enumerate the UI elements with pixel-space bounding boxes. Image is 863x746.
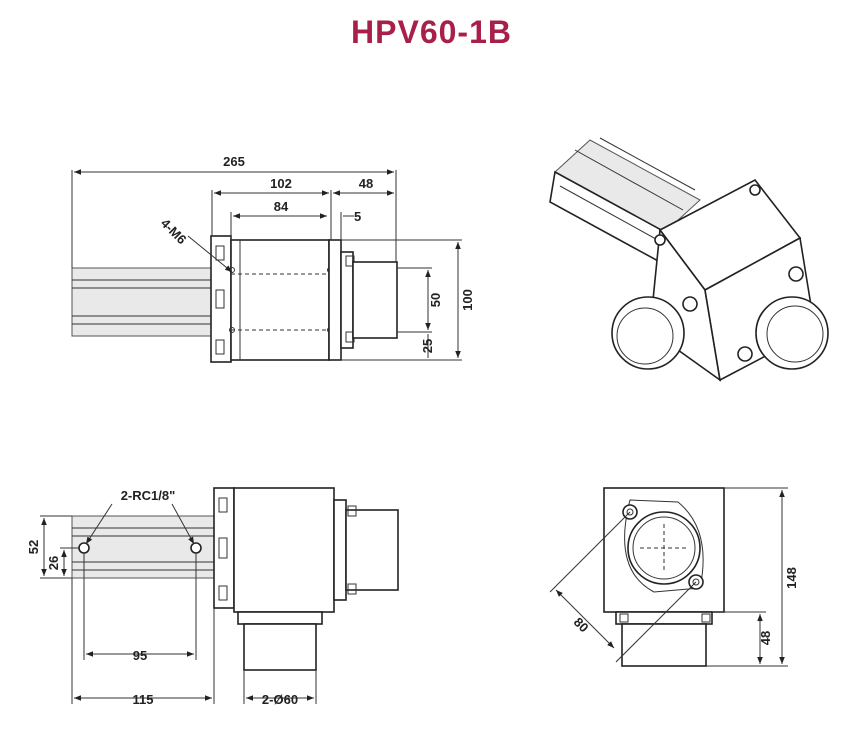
top-body [233, 487, 335, 613]
dim-52: 52 [26, 540, 41, 554]
rail-body [71, 267, 219, 337]
dim-115: 115 [133, 692, 154, 707]
front-view: 265 102 48 84 5 4-M6 100 50 25 [71, 154, 475, 363]
dim-100: 100 [460, 289, 475, 311]
dim-25: 25 [420, 339, 435, 353]
dim-rc18: 2-RC1/8" [121, 488, 176, 503]
top-view: 2-RC1/8" 52 26 95 115 2-Ø60 [26, 487, 399, 707]
dim-148: 148 [784, 567, 799, 589]
top-port-right [345, 509, 399, 591]
dim-48-side: 48 [758, 631, 773, 645]
page-title: HPV60-1B [351, 14, 512, 50]
dim-50: 50 [428, 293, 443, 307]
flange-plate [210, 235, 232, 363]
dim-2-d60: 2-Ø60 [262, 692, 298, 707]
dim-4-m6: 4-M6 [158, 216, 190, 248]
dim-48-top: 48 [359, 176, 373, 191]
dim-80: 80 [571, 614, 592, 635]
dim-102: 102 [270, 176, 292, 191]
dim-265: 265 [223, 154, 245, 169]
iso-left-port [611, 296, 685, 370]
dim-95: 95 [133, 648, 147, 663]
valve-body [230, 239, 330, 361]
dim-5: 5 [354, 209, 361, 224]
rc-port-left [78, 542, 90, 554]
side-port-bottom [621, 623, 707, 667]
side-view: 80 148 48 [549, 487, 799, 667]
side-flange [624, 499, 704, 593]
dim-26: 26 [46, 556, 61, 570]
top-port-bottom [243, 623, 317, 671]
port-tube [352, 261, 398, 339]
isometric-view [549, 137, 829, 382]
rc-port-right [190, 542, 202, 554]
dim-84: 84 [274, 199, 289, 214]
